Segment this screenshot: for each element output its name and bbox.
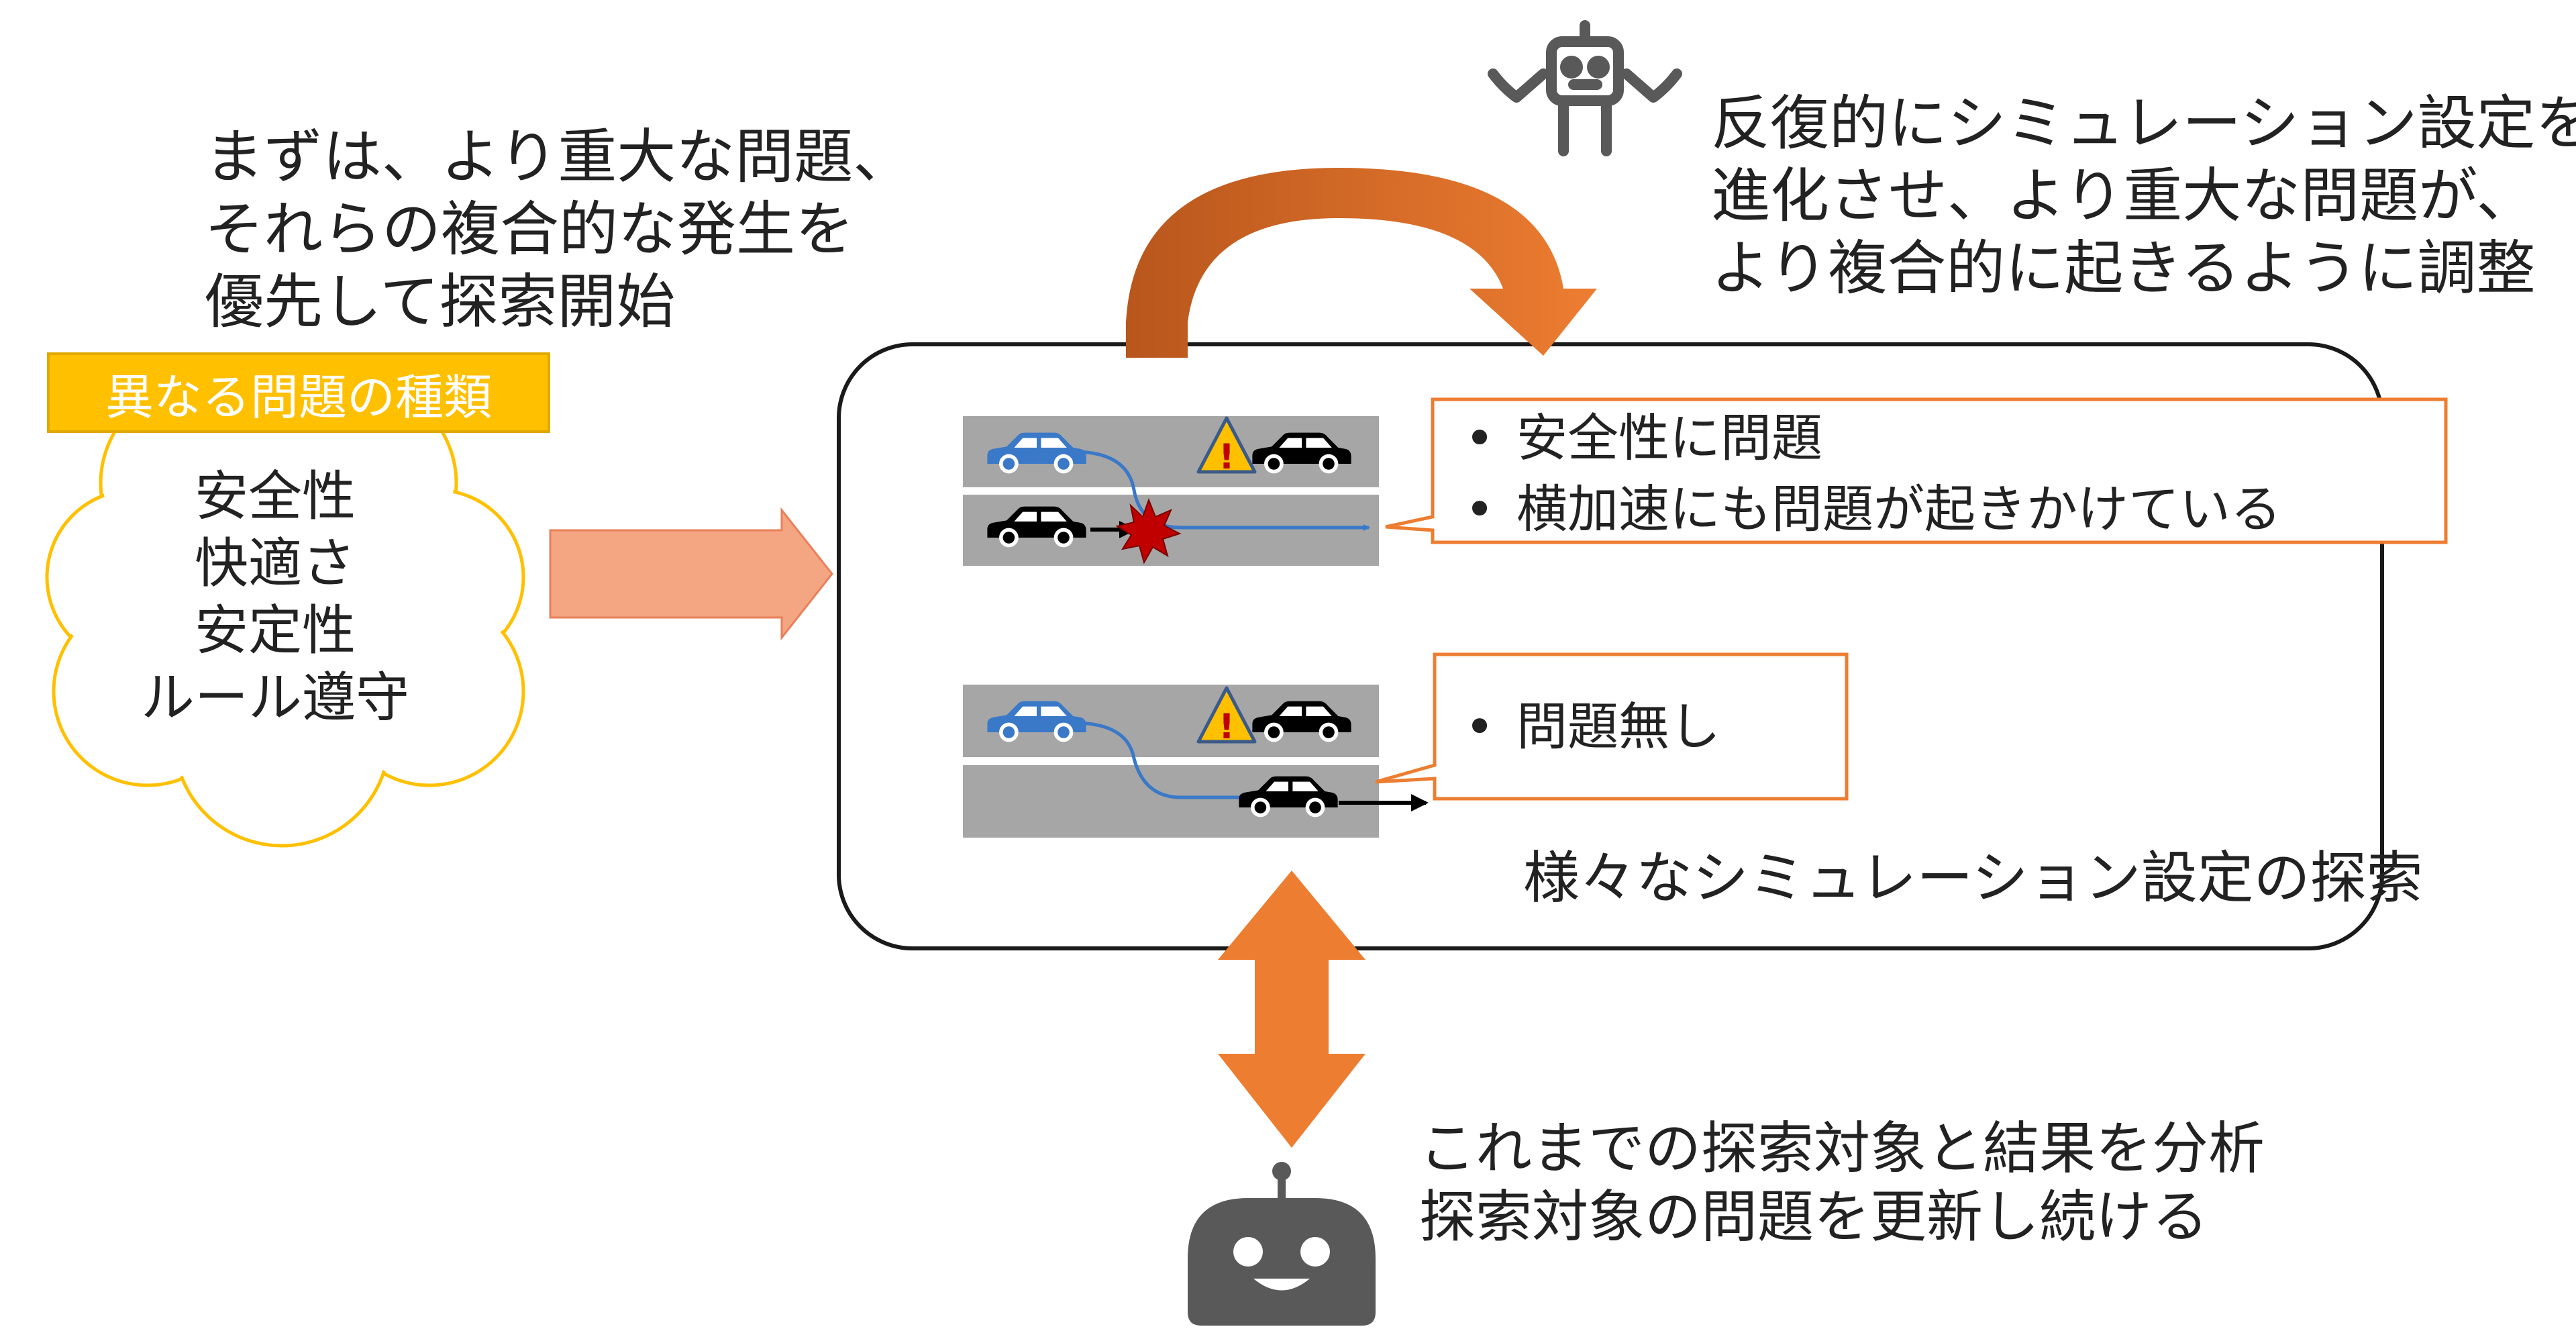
evolve-line: より複合的に起きるように調整 xyxy=(1711,234,2536,303)
problem-types-tag: 異なる問題の種類 xyxy=(47,352,550,433)
evolve-line: 進化させ、より重大な問題が、 xyxy=(1711,161,2536,230)
intro-line: 優先して探索開始 xyxy=(205,267,676,336)
bullet: • xyxy=(1464,408,1495,468)
problem-type-item: ルール遵守 xyxy=(141,666,409,729)
evolve-line: 反復的にシミュレーション設定を xyxy=(1711,89,2576,158)
list-item: • 問題無し xyxy=(1443,691,1720,762)
input-arrow xyxy=(549,507,833,641)
warning-icon xyxy=(1196,416,1257,474)
robot-icon xyxy=(1488,20,1682,156)
scenario-2-bullets: • 問題無し xyxy=(1443,691,1720,762)
warning-mark: ! xyxy=(1219,437,1235,477)
problem-types-tag-label: 異なる問題の種類 xyxy=(105,368,492,426)
intro-line: まずは、より重大な問題、 xyxy=(205,122,913,191)
analysis-line: 探索対象の問題を更新し続ける xyxy=(1419,1184,2209,1250)
feedback-double-arrow xyxy=(1218,871,1366,1148)
bullet: • xyxy=(1464,697,1495,756)
problem-type-item: 安全性 xyxy=(195,465,356,528)
warning-mark: ! xyxy=(1219,707,1235,747)
bullet-text: 問題無し xyxy=(1516,697,1720,756)
crash-icon xyxy=(1115,498,1182,564)
robot-icon xyxy=(1188,1162,1376,1326)
exploration-label: 様々なシミュレーション設定の探索 xyxy=(1523,845,2423,911)
bullet: • xyxy=(1464,479,1495,539)
analysis-line: これまでの探索対象と結果を分析 xyxy=(1419,1116,2265,1181)
list-item: • 安全性に問題 xyxy=(1443,403,2281,474)
callout-box-1 xyxy=(1385,397,2448,544)
evolve-arc-arrow xyxy=(1126,168,1597,358)
analysis-note: これまでの探索対象と結果を分析 探索対象の問題を更新し続ける xyxy=(1419,1114,2265,1251)
intro-note: まずは、より重大な問題、 それらの複合的な発生を 優先して探索開始 xyxy=(205,121,912,338)
scenario-1-bullets: • 安全性に問題 • 横加速にも問題が起きかけている xyxy=(1443,403,2281,545)
blue-car-trajectory xyxy=(1073,721,1256,801)
callout-box-2 xyxy=(1375,652,1849,801)
warning-icon xyxy=(1196,686,1257,744)
problem-type-item: 快適さ xyxy=(195,532,356,595)
intro-line: それらの複合的な発生を xyxy=(205,195,855,264)
problem-type-item: 安定性 xyxy=(195,599,356,662)
problem-types-list: 安全性 快適さ 安定性 ルール遵守 xyxy=(107,463,443,732)
bullet-text: 安全性に問題 xyxy=(1516,408,1822,468)
list-item: • 横加速にも問題が起きかけている xyxy=(1443,474,2281,545)
bullet-text: 横加速にも問題が起きかけている xyxy=(1516,479,2281,539)
evolve-note: 反復的にシミュレーション設定を 進化させ、より重大な問題が、 より複合的に起きる… xyxy=(1711,87,2576,305)
